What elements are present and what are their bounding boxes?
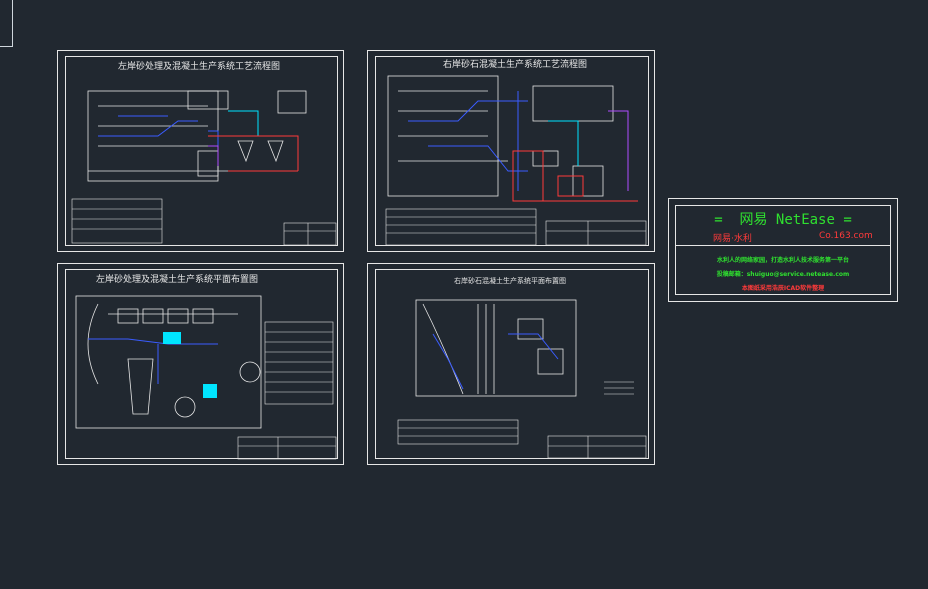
site-layout-plan (397, 299, 647, 459)
logo-note: 本图纸采用浩辰ICAD软件整理 (741, 285, 825, 292)
logo-email: 投稿邮箱：shuiguo@service.netease.com (716, 271, 850, 278)
logo-divider (675, 245, 891, 246)
logo-title: = 网易 NetEase = (714, 212, 852, 228)
sheet-title: 右岸砂石混凝土生产系统平面布置图 (454, 277, 566, 285)
sheet-border (65, 269, 338, 459)
logo-subtitle-right: Co.163.com (819, 231, 873, 241)
process-flow-diagram (71, 90, 337, 246)
logo-subtitle-left: 网易·水利 (713, 234, 752, 244)
logo-border (675, 205, 891, 295)
drawing-frame-corner (0, 0, 13, 47)
drawing-sheet-4[interactable]: 右岸砂石混凝土生产系统平面布置图 (367, 263, 655, 465)
site-layout-plan (75, 295, 337, 460)
process-flow-diagram (385, 75, 647, 246)
sheet-border (375, 269, 649, 459)
drawing-sheet-1[interactable]: 左岸砂处理及混凝土生产系统工艺流程图 (57, 50, 344, 252)
sheet-border (65, 56, 338, 246)
sheet-title: 右岸砂石混凝土生产系统工艺流程图 (443, 60, 588, 70)
drawing-sheet-3[interactable]: 左岸砂处理及混凝土生产系统平面布置图 (57, 263, 344, 465)
sheet-title: 左岸砂处理及混凝土生产系统工艺流程图 (118, 62, 281, 72)
sheet-border (375, 56, 649, 246)
drawing-sheet-2[interactable]: 右岸砂石混凝土生产系统工艺流程图 (367, 50, 655, 252)
sheet-title: 左岸砂处理及混凝土生产系统平面布置图 (96, 275, 259, 285)
netease-logo-block: = 网易 NetEase = 网易·水利 Co.163.com 水利人的网络家园… (668, 198, 898, 302)
logo-slogan: 水利人的网络家园，打造水利人技术服务第一平台 (716, 257, 849, 264)
